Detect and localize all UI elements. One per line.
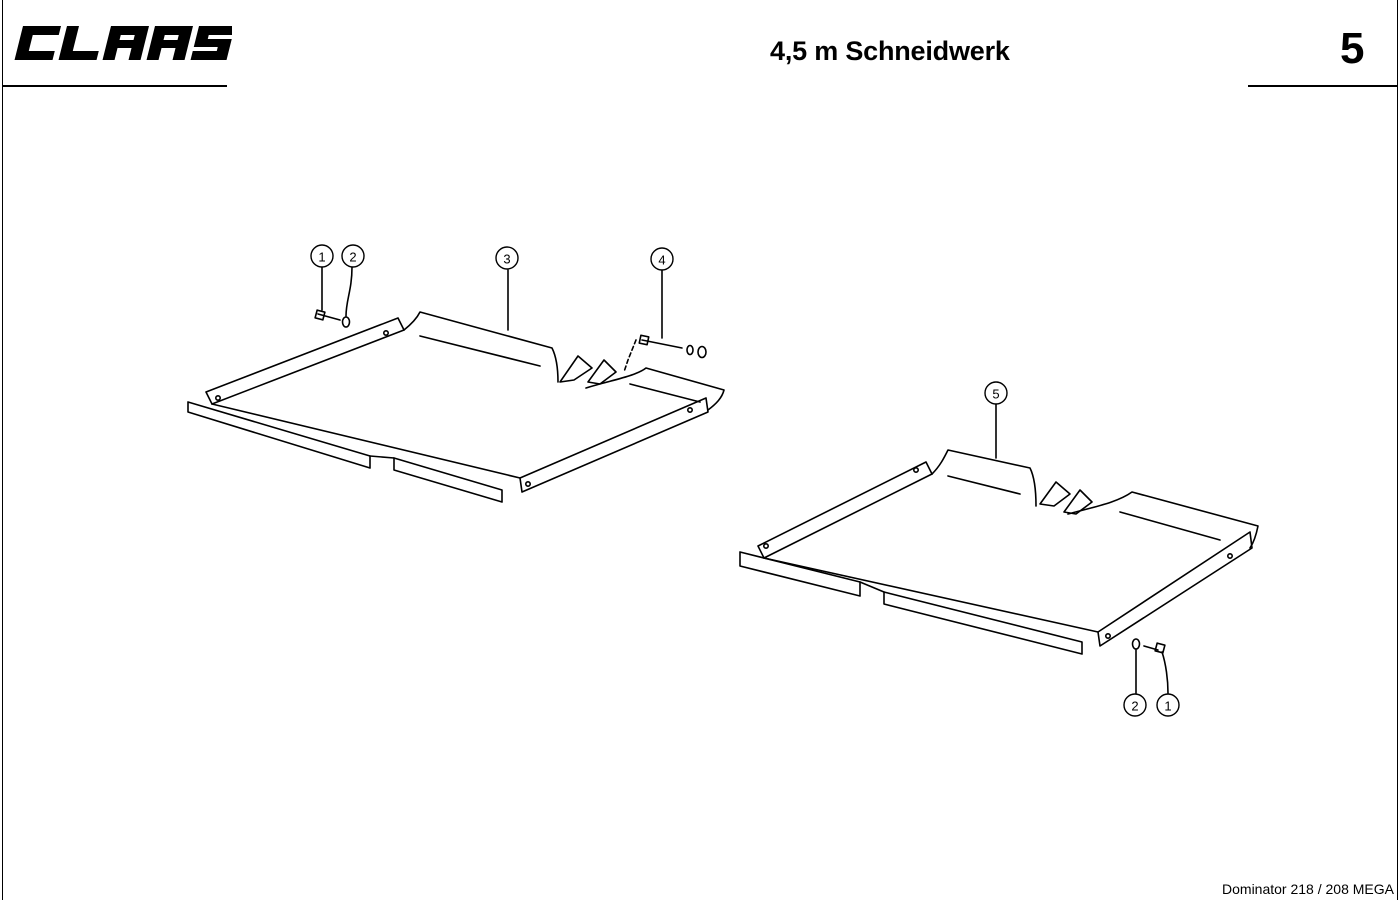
cover-plate-part-5 [739, 449, 1259, 655]
callout-label-2-left: 2 [349, 250, 356, 265]
callout-label-5: 5 [992, 387, 999, 402]
callout-label-2-right: 2 [1131, 699, 1138, 714]
page-number: 5 [1340, 24, 1365, 73]
callout-bubble-1-left [310, 244, 334, 268]
page-frame-right [1397, 0, 1398, 900]
page-frame-left [2, 0, 3, 900]
callout-bubble-2-left [341, 244, 365, 268]
washer-part-2-right [1131, 638, 1141, 694]
callout-bubble-1-right [1156, 693, 1180, 717]
washer-part-2-left [341, 266, 353, 328]
callout-bubble-5 [984, 381, 1008, 405]
callout-label-3: 3 [503, 252, 510, 267]
callout-bubble-4 [650, 247, 674, 271]
page-title: 4,5 m Schneidwerk [770, 36, 1010, 66]
header-rule-right [1248, 85, 1398, 87]
header-rule-left [2, 85, 227, 87]
model-footer: Dominator 218 / 208 MEGA [1222, 881, 1394, 897]
callout-label-4: 4 [658, 253, 665, 268]
bolt-part-1-right [1143, 642, 1169, 694]
callout-bubble-2-right [1123, 693, 1147, 717]
callout-label-1-left: 1 [318, 250, 325, 265]
bolt-part-4 [623, 269, 707, 373]
callout-label-1-right: 1 [1164, 699, 1171, 714]
callout-bubble-3 [495, 246, 519, 270]
claas-logo [14, 26, 232, 60]
cover-plate-part-3 [187, 311, 725, 503]
